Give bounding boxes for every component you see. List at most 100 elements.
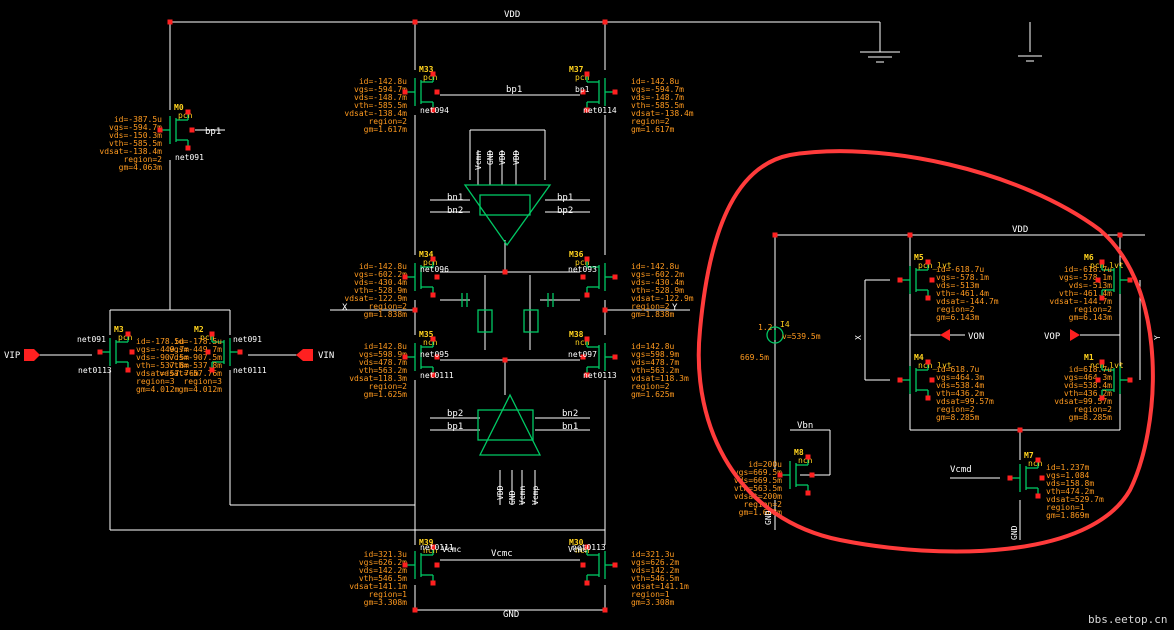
transistor-m2[interactable]: M2pchid=-178.5uvgs=-449.7mvds=-907.5mvth… (159, 325, 240, 394)
device-param: vds=142.2m (359, 566, 407, 575)
vip-label: VIP (4, 351, 21, 361)
pin-dot (805, 454, 811, 460)
device-type: pch (200, 333, 215, 342)
port-vin: VIN (296, 349, 334, 361)
device-param: region=2 (631, 382, 670, 391)
vcmp-pin-cmfb2: Vcmp (531, 486, 540, 505)
pin-dot (612, 274, 618, 280)
device-param: vdsat=-138.4m (631, 109, 694, 118)
device-param: vgs=598.9m (359, 350, 407, 359)
vcmn-pin: Vcmn (474, 151, 483, 170)
pin-dot (430, 107, 436, 113)
device-name: M6 (1084, 253, 1094, 262)
device-type: nch (575, 546, 590, 555)
device-param: id=-142.8u (631, 262, 679, 271)
transistor-m0[interactable]: M0pchid=-387.5uvgs=-594.7mvds=-150.3mvth… (99, 103, 192, 172)
gnd-right-label: GND (1010, 525, 1019, 540)
pin-dot (584, 580, 590, 586)
transistor-m39[interactable]: M39nchid=321.3uvgs=626.2mvds=142.2mvth=5… (349, 538, 437, 607)
pin-dot (430, 71, 436, 77)
device-param: vth=-585.5m (109, 139, 162, 148)
transistor-m5[interactable]: M5pch_lvtid=-618.7uvgs=-578.1mvds=-513mv… (900, 253, 999, 322)
bp1-bottom-label: bp1 (447, 422, 463, 432)
device-param: vdsat=141.1m (349, 582, 407, 591)
device-param: id=321.3u (364, 550, 408, 559)
transistor-m33[interactable]: M33pchid=-142.8uvgs=-594.7mvds=-148.7mvt… (344, 65, 437, 134)
device-param: vth=-528.9m (354, 286, 407, 295)
device-name: M33 (419, 65, 434, 74)
device-param: vgs=626.2m (359, 558, 407, 567)
src-name: I4 (780, 320, 790, 329)
pin-dot (237, 349, 243, 355)
transistor-m8[interactable]: M8nchid=200uvgs=669.5mvds=669.5mvth=563.… (734, 448, 813, 517)
pin-dot (580, 274, 586, 280)
device-param: id=-142.8u (359, 77, 407, 86)
pin-dot (1017, 427, 1023, 433)
bn2-label: bn2 (447, 206, 463, 216)
device-param: gm=8.285m (936, 413, 980, 422)
pin-dot (434, 354, 440, 360)
net097-label: net097 (568, 350, 597, 359)
device-name: M39 (419, 538, 434, 547)
pin-dot (402, 89, 408, 95)
pin-dot (1099, 259, 1105, 265)
net0114-label: net0114 (583, 106, 617, 115)
pin-dot (602, 607, 608, 613)
device-name: M30 (569, 538, 584, 547)
x-label: X (342, 303, 348, 313)
pin-dot (612, 562, 618, 568)
vbn-label: Vbn (797, 421, 813, 431)
device-param: vdsat=-122.9m (344, 294, 407, 303)
device-param: vgs=-602.2m (631, 270, 684, 279)
pin-dot (777, 472, 783, 478)
cmfb-amp-bottom (477, 393, 542, 456)
device-param: region=2 (368, 302, 407, 311)
pin-dot (580, 354, 586, 360)
device-param: vgs=-594.7m (354, 85, 407, 94)
device-param: vds=-148.7m (631, 93, 684, 102)
pin-dot (185, 109, 191, 115)
transistor-m4[interactable]: M4nch_lvtid=618.7uvgs=464.3mvds=538.4mvt… (900, 353, 994, 422)
pin-dot (580, 562, 586, 568)
device-param: gm=1.838m (364, 310, 408, 319)
device-param: gm=4.063m (119, 163, 163, 172)
pin-dot (1099, 359, 1105, 365)
transistor-m6[interactable]: M6pch_lvtid=-618.7uvgs=-578.1mvds=-513mv… (1049, 253, 1130, 322)
device-param: vgs=-594.7m (109, 123, 162, 132)
vcmd-label: Vcmd (950, 465, 972, 475)
device-param: region=1 (1046, 503, 1085, 512)
net091-m3-label: net091 (77, 335, 106, 344)
pin-dot (402, 354, 408, 360)
device-param: vgs=-449.7m (169, 345, 222, 354)
device-param: vdsat=99.57m (936, 397, 994, 406)
pin-dot (612, 354, 618, 360)
transistor-m1[interactable]: M1nch_lvtid=618.7uvgs=464.3mvds=538.4mvt… (1054, 353, 1130, 422)
device-param: vgs=1.084 (1046, 471, 1090, 480)
pin-dot (402, 562, 408, 568)
pin-dot (185, 145, 191, 151)
pin-dot (430, 580, 436, 586)
device-type: pch_lvt (918, 261, 952, 270)
gnd-m8-label: GND (764, 510, 773, 525)
transistor-m34[interactable]: M34pchid=-142.8uvgs=-602.2mvds=-430.4mvt… (344, 250, 437, 319)
device-param: region=2 (936, 405, 975, 414)
vcmn-pin-cmfb2: Vcmn (518, 486, 527, 505)
device-type: pch (423, 73, 438, 82)
pin-dot (209, 331, 215, 337)
bn1-label: bn1 (447, 193, 463, 203)
src-v: 1.2 (758, 323, 773, 332)
transistor-m35[interactable]: M35nchid=142.8uvgs=598.9mvds=478.7mvth=5… (349, 330, 437, 399)
vop-label: VOP (1044, 332, 1061, 342)
pin-dot (925, 359, 931, 365)
device-param: vdsat=118.3m (631, 374, 689, 383)
device-param: vgs=669.5m (734, 468, 782, 477)
pin-dot (907, 232, 913, 238)
device-param: id=618.7u (1069, 365, 1113, 374)
vdd-right-label: VDD (1012, 225, 1028, 235)
